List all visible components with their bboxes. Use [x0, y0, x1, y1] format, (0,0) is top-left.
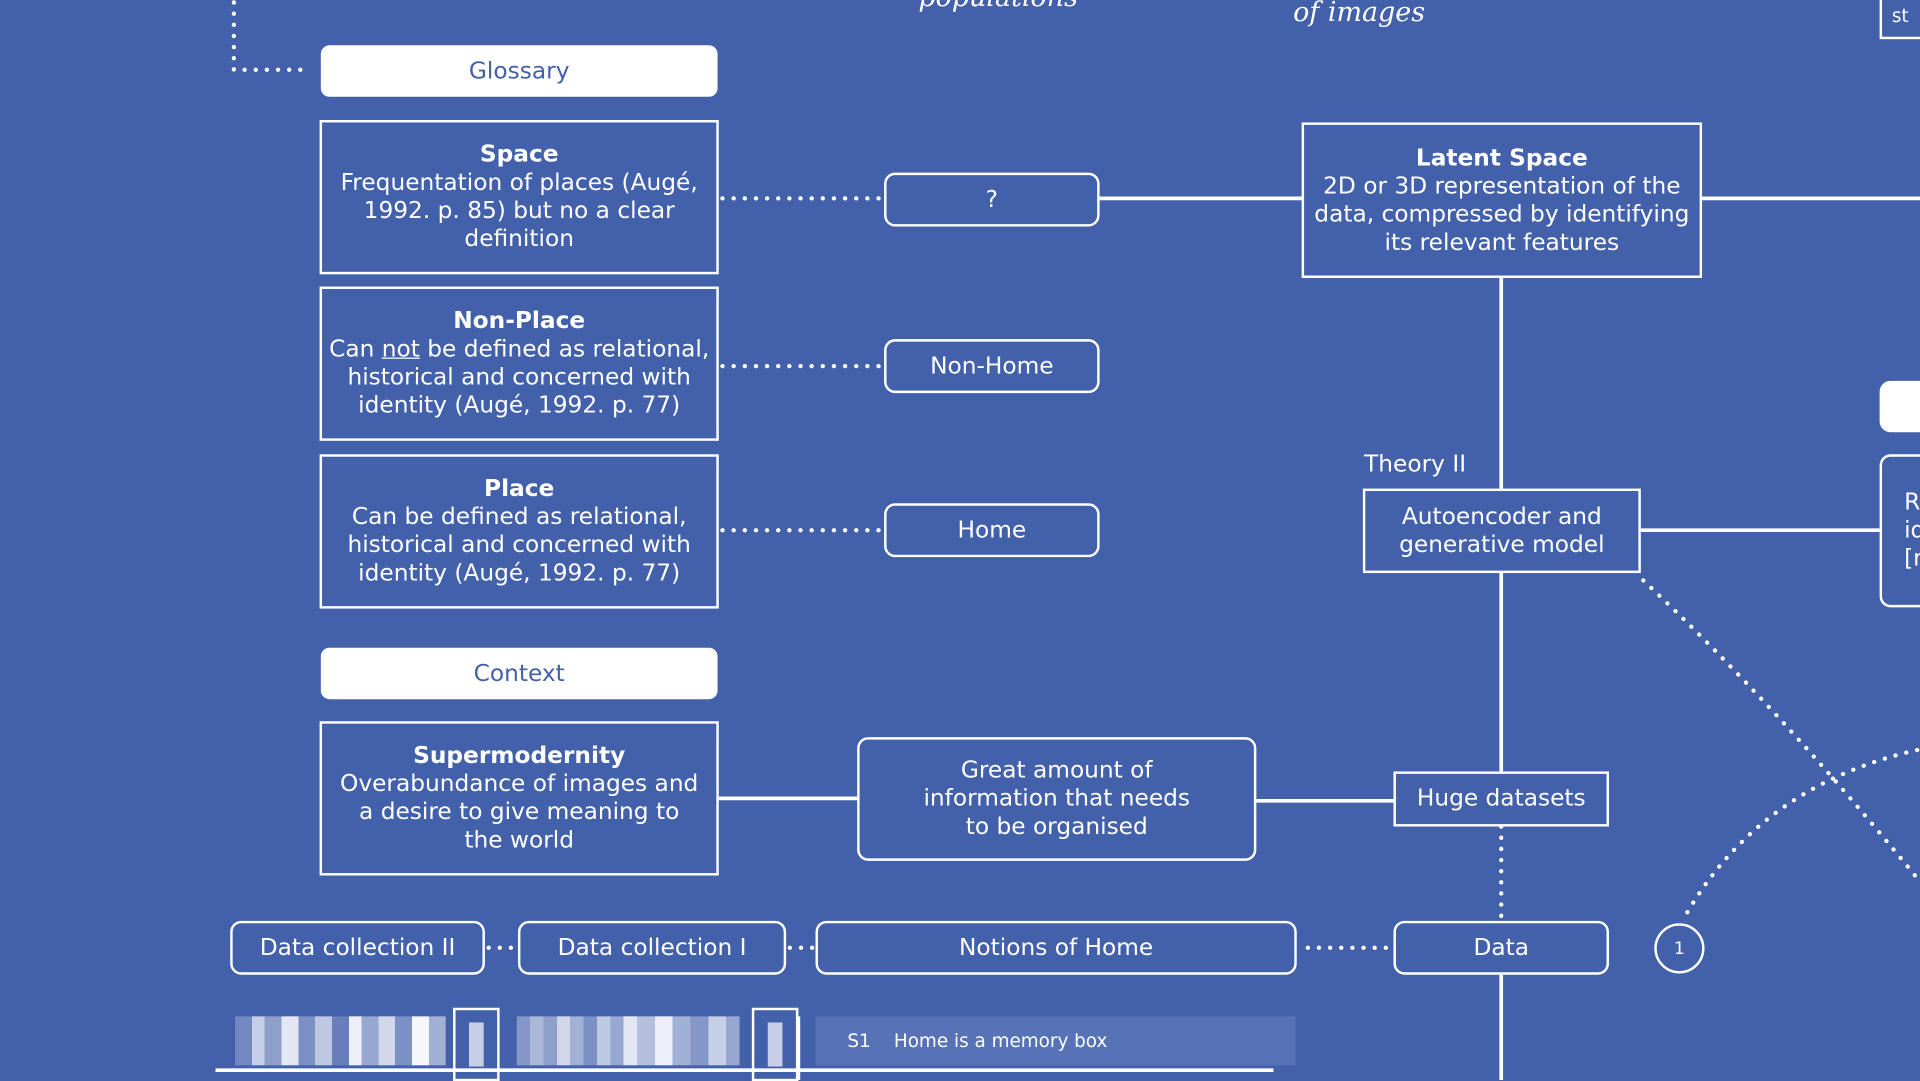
step-circle: 1	[1654, 923, 1705, 974]
data-box: Data	[1393, 920, 1609, 975]
thumbnail-frame-left	[453, 1007, 500, 1081]
glossary-non-place-pre: Can	[329, 335, 382, 363]
notions-of-home-box: Notions of Home	[815, 920, 1297, 975]
great-amount-text: Great amount of information that needs t…	[923, 756, 1191, 841]
glossary-non-place-post: be defined as relational, historical and…	[347, 335, 710, 419]
glossary-non-place-underline: not	[381, 335, 420, 363]
glossary-place-box: Place Can be defined as relational, hist…	[319, 454, 719, 609]
right-partial-header	[1879, 380, 1920, 433]
glossary-place-title: Place	[484, 475, 555, 503]
table-row-text: Home is a memory box	[893, 1029, 1108, 1052]
table-row-id: S1	[847, 1029, 871, 1052]
latent-space-box: Latent Space 2D or 3D representation of …	[1301, 122, 1703, 278]
unknown-concept-box: ?	[884, 172, 1100, 227]
right-partial-line-3: [re	[1904, 544, 1920, 572]
right-partial-line-1: R	[1904, 488, 1920, 516]
glossary-non-place-text: Can not be defined as relational, histor…	[322, 336, 716, 420]
thumbnail-frame-left-pixel	[468, 1022, 484, 1067]
glossary-space-title: Space	[479, 140, 559, 168]
thumbnail-frame-right-pixel	[767, 1022, 783, 1067]
supermodernity-text: Overabundance of images and a desire to …	[340, 770, 699, 854]
context-header: Context	[320, 647, 718, 700]
latent-space-title: Latent Space	[1415, 143, 1588, 171]
supermodernity-title: Supermodernity	[413, 742, 626, 769]
glossary-header: Glossary	[320, 45, 718, 97]
data-collection-2-thumbnail	[235, 1016, 446, 1066]
glossary-non-place-box: Non-Place Can not be defined as relation…	[319, 286, 719, 441]
autoencoder-text: Autoencoder and generative model	[1399, 502, 1605, 558]
data-collection-1-thumbnail	[516, 1016, 740, 1066]
glossary-space-box: Space Frequentation of places (Augé, 199…	[319, 120, 719, 275]
non-home-box: Non-Home	[884, 339, 1100, 394]
glossary-space-text: Frequentation of places (Augé, 1992. p. …	[340, 168, 698, 253]
table-row: S1 Home is a memory box	[815, 1016, 1296, 1066]
top-right-partial-box: st	[1879, 0, 1920, 40]
glossary-place-text: Can be defined as relational, historical…	[347, 503, 691, 587]
data-collection-1-box: Data collection I	[517, 920, 787, 975]
latent-space-text: 2D or 3D representation of the data, com…	[1314, 172, 1690, 256]
supermodernity-box: Supermodernity Overabundance of images a…	[319, 721, 719, 876]
huge-datasets-box: Huge datasets	[1393, 771, 1609, 827]
populations-label: populations	[918, 0, 1078, 13]
data-collection-2-box: Data collection II	[230, 920, 485, 975]
thumbnail-frame-right	[751, 1007, 799, 1081]
images-label: of images	[1293, 0, 1426, 29]
top-right-partial-text: st	[1891, 4, 1909, 27]
autoencoder-box: Autoencoder and generative model	[1362, 488, 1641, 574]
right-partial-line-2: id	[1904, 516, 1920, 544]
right-partial-box: R id [re	[1879, 454, 1920, 608]
home-box: Home	[884, 503, 1100, 558]
great-amount-box: Great amount of information that needs t…	[857, 737, 1257, 861]
theory-label: Theory II	[1364, 450, 1467, 478]
glossary-non-place-title: Non-Place	[453, 307, 586, 335]
